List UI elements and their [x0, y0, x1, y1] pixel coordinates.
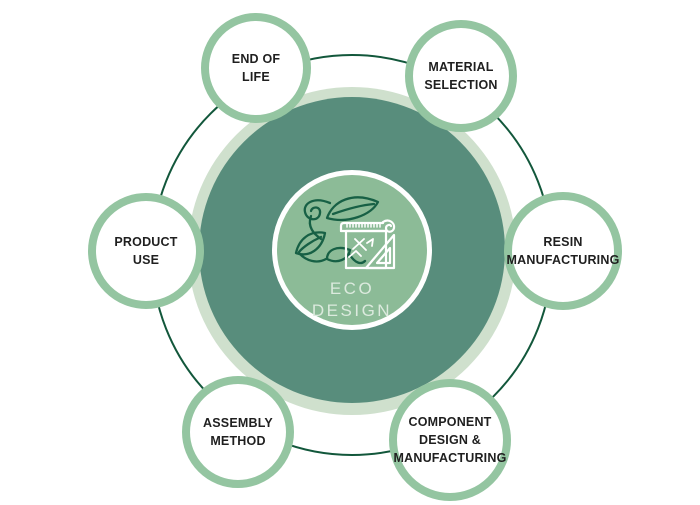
node-label-line: RESIN — [543, 234, 583, 249]
hub-label-line: DESIGN — [311, 301, 393, 320]
node-label-line: LIFE — [242, 70, 270, 84]
node-label-line: SELECTION — [424, 78, 498, 92]
node-label-line: USE — [132, 253, 160, 267]
node-product-use: PRODUCT USE — [88, 193, 204, 309]
node-label-line: MANUFACTURING — [506, 253, 620, 267]
node-label-line: DESIGN & — [418, 432, 482, 447]
set-square-inner — [375, 246, 392, 265]
node-material-selection: MATERIAL SELECTION — [405, 20, 517, 132]
hub-label: ECO DESIGN — [312, 278, 392, 322]
node-label-line: MATERIAL — [428, 59, 494, 74]
ruler-edge — [339, 221, 385, 233]
hub-label-line: ECO — [329, 279, 375, 298]
ruler-ticks — [346, 222, 381, 228]
node-label-line: END OF — [231, 51, 281, 66]
node-resin-manufacturing: RESIN MANUFACTURING — [504, 192, 622, 310]
set-square-outer — [364, 233, 396, 270]
leaves-icon — [294, 196, 380, 265]
hub-circle — [277, 175, 427, 325]
node-label-line: PRODUCT — [114, 234, 178, 249]
sketch-marks — [348, 238, 374, 258]
node-component-design-manufacturing: COMPONENT DESIGN & MANUFACTURING — [389, 379, 511, 501]
node-end-of-life: END OF LIFE — [201, 13, 311, 123]
node-assembly-method: ASSEMBLY METHOD — [182, 376, 294, 488]
node-label-line: ASSEMBLY — [203, 415, 273, 430]
node-label-line: METHOD — [210, 434, 266, 448]
drafting-tools-icon — [339, 219, 396, 270]
node-label-line: COMPONENT — [408, 414, 492, 429]
ruler-curl — [381, 219, 396, 233]
node-label-line: MANUFACTURING — [393, 451, 507, 466]
